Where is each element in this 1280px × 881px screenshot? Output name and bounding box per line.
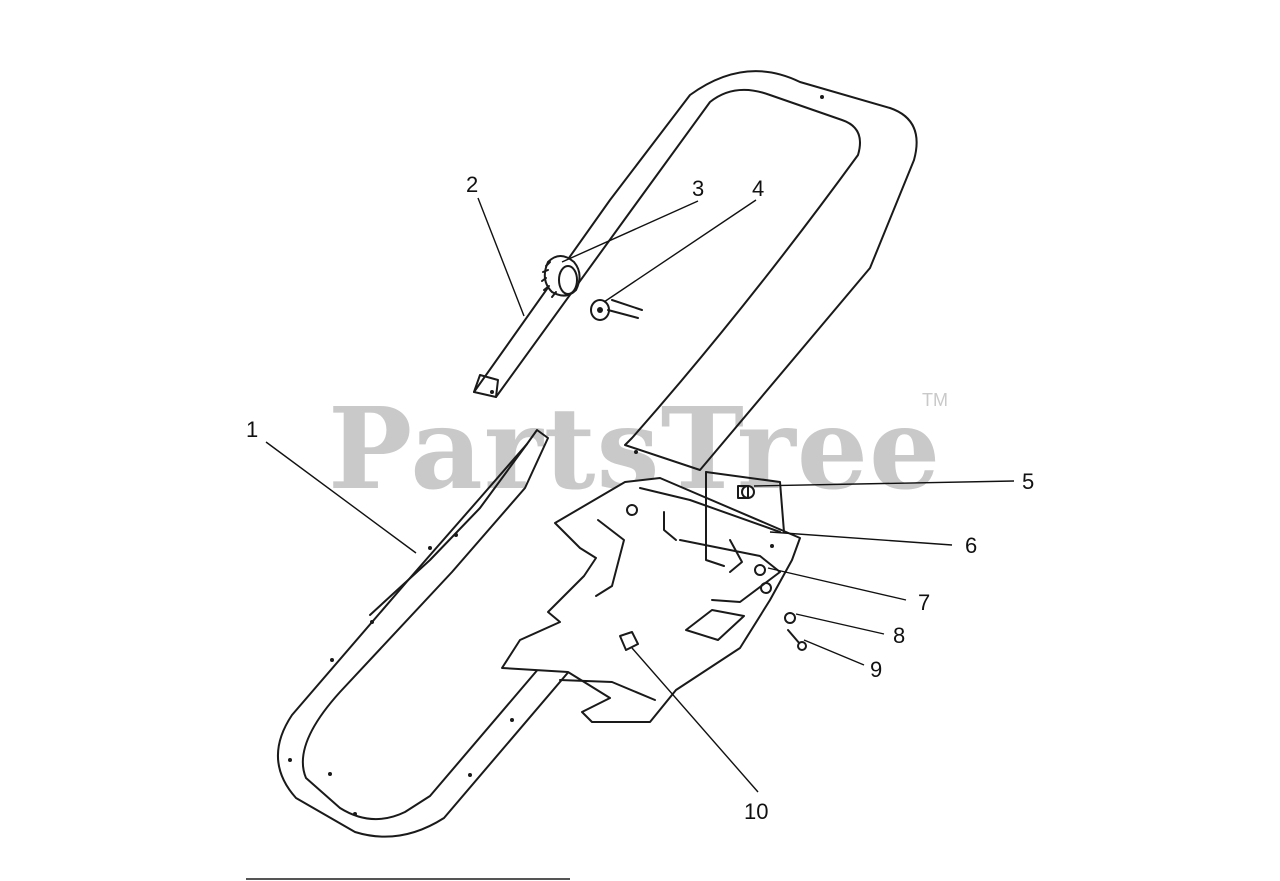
leader-lines bbox=[265, 197, 1015, 793]
upper-handle bbox=[473, 70, 918, 471]
leader-4 bbox=[603, 199, 757, 303]
mounting-bracket bbox=[501, 471, 801, 723]
screw-9 bbox=[787, 629, 807, 651]
callout-2: 2 bbox=[466, 172, 478, 197]
callout-6: 6 bbox=[965, 533, 977, 558]
callout-1: 1 bbox=[246, 417, 258, 442]
leader-9 bbox=[803, 639, 865, 666]
leader-3 bbox=[561, 200, 699, 263]
callout-3: 3 bbox=[692, 176, 704, 201]
bolt-5 bbox=[737, 485, 755, 499]
watermark-trademark: TM bbox=[922, 390, 948, 410]
callout-9: 9 bbox=[870, 657, 882, 682]
callout-10: 10 bbox=[744, 799, 768, 824]
leader-2 bbox=[477, 197, 525, 317]
callout-4: 4 bbox=[752, 176, 764, 201]
callout-7: 7 bbox=[918, 590, 930, 615]
handle-knob bbox=[541, 255, 581, 298]
callout-labels: 1 2 3 4 5 6 7 8 9 10 bbox=[246, 172, 1034, 824]
leader-6 bbox=[769, 531, 953, 546]
washer-bolt bbox=[590, 299, 643, 321]
callout-8: 8 bbox=[893, 623, 905, 648]
leader-1 bbox=[265, 441, 417, 554]
callout-5: 5 bbox=[1022, 469, 1034, 494]
leader-10 bbox=[631, 647, 759, 793]
leader-5 bbox=[753, 480, 1015, 487]
leader-7 bbox=[767, 567, 907, 601]
leader-8 bbox=[795, 613, 885, 635]
spacer-10 bbox=[619, 631, 639, 651]
nut-7 bbox=[754, 564, 766, 576]
washer-8 bbox=[784, 612, 796, 624]
